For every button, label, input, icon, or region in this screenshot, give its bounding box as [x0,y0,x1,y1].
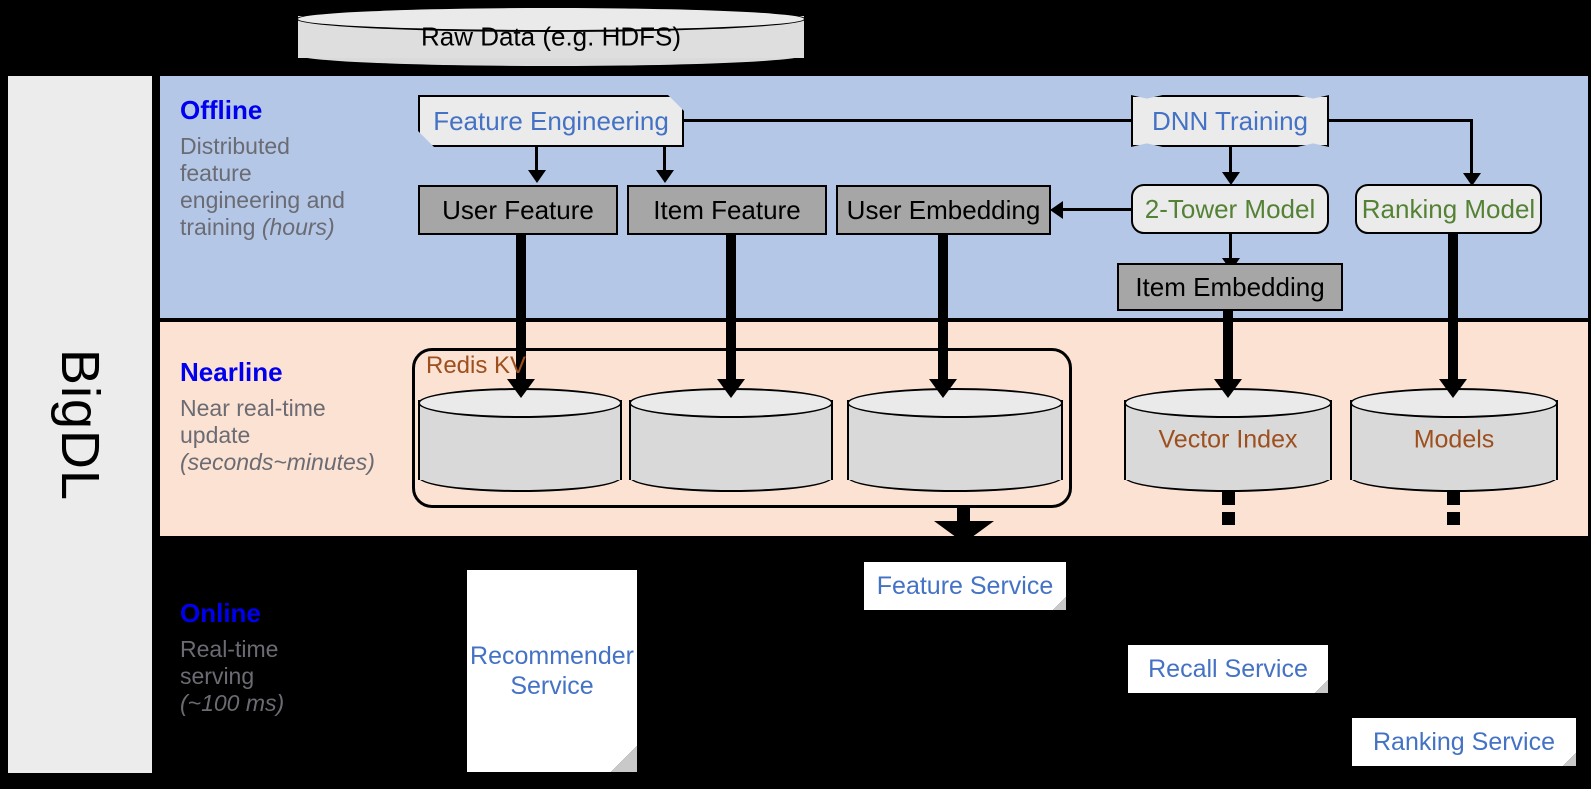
offline-sub-2: feature [180,160,252,187]
two-tower-model-label: 2-Tower Model [1144,193,1316,224]
node-item-feature[interactable]: Item Feature [627,185,827,235]
connector-twotower-itememb [1229,234,1232,261]
offline-sub-emphasis: (hours) [261,214,335,241]
offline-sub-4: training [180,214,262,241]
arrowhead-itemfeature-redis [717,379,745,398]
arrowhead-redis-featureservice [934,521,994,543]
online-sub-2: serving [180,663,255,690]
node-two-tower-model[interactable]: 2-Tower Model [1131,184,1329,234]
bigdl-label: BigDL [50,348,110,501]
arrowhead-fe-itemfeature [656,170,674,183]
connector-fe-dnn [684,119,1136,122]
offline-subtitle: Distributed feature engineering and trai… [180,133,410,242]
connector-userfeature-redis [516,235,526,386]
redis-cylinder-user-feature [418,388,622,492]
dnn-training-label: DNN Training [1151,105,1309,136]
connector-stub-vectorindex-b [1222,512,1235,525]
connector-dnn-ranking-h [1329,119,1473,122]
online-sub-1: Real-time [180,636,279,662]
vector-index-label: Vector Index [1158,425,1298,454]
offline-sub-1: Distributed [180,133,290,159]
models-label: Models [1413,425,1495,454]
redis-cylinder-user-embedding [847,388,1063,492]
offline-band-text: Offline Distributed feature engineering … [180,95,410,242]
nearline-band-text: Nearline Near real-time update (seconds~… [180,357,415,476]
recommender-service-label: Recommender Service [470,642,634,700]
node-ranking-service[interactable]: Ranking Service [1352,718,1576,766]
online-sub-emphasis: (~100 ms) [180,690,285,717]
connector-dnn-twotower [1229,147,1232,175]
redis-kv-container [412,348,1072,508]
connector-stub-models-a [1447,492,1460,505]
user-feature-label: User Feature [442,194,594,225]
node-feature-service[interactable]: Feature Service [864,562,1066,610]
node-recall-service[interactable]: Recall Service [1128,645,1328,693]
arrowhead-dnn-twotower [1222,172,1240,185]
feature-engineering-label: Feature Engineering [433,105,669,136]
ranking-service-label: Ranking Service [1372,728,1556,756]
user-embedding-label: User Embedding [846,194,1041,225]
offline-title: Offline [180,95,263,125]
nearline-sub-2: update [180,422,251,449]
connector-rankingmodel-models [1448,234,1458,386]
nearline-title: Nearline [180,357,283,387]
item-feature-label: Item Feature [653,194,801,225]
ranking-model-label: Ranking Model [1361,193,1536,224]
node-user-feature[interactable]: User Feature [418,185,618,235]
online-title: Online [180,598,261,628]
arrowhead-twotower-userembedding [1050,201,1063,219]
arrowhead-fe-userfeature [528,170,546,183]
arrowhead-userembedding-redis [929,379,957,398]
node-ranking-model[interactable]: Ranking Model [1355,184,1542,234]
nearline-subtitle: Near real-time update (seconds~minutes) [180,395,415,476]
arrowhead-userfeature-redis [507,379,535,398]
arrowhead-itememb-vectorindex [1214,379,1242,398]
connector-itemfeature-redis [726,235,736,386]
connector-stub-vectorindex-a [1222,492,1235,505]
node-recommender-service[interactable]: Recommender Service [467,570,637,772]
raw-data-label: Raw Data (e.g. HDFS) [420,21,682,52]
item-embedding-label: Item Embedding [1135,271,1325,302]
node-dnn-training[interactable]: DNN Training [1131,95,1329,147]
arrowhead-rankingmodel-models [1439,379,1467,398]
raw-data-cylinder: Raw Data (e.g. HDFS) [296,6,806,68]
online-subtitle: Real-time serving (~100 ms) [180,636,410,717]
connector-twotower-userembedding [1062,208,1132,211]
redis-cylinder-item-feature [629,388,833,492]
nearline-sub-emphasis: (seconds~minutes) [180,449,375,476]
cylinder-top [296,6,806,32]
recall-service-label: Recall Service [1148,655,1308,683]
connector-dnn-ranking-v [1470,119,1473,177]
connector-itememb-vectorindex [1223,311,1233,386]
node-item-embedding[interactable]: Item Embedding [1117,263,1343,311]
online-band-text: Online Real-time serving (~100 ms) [180,598,410,717]
offline-sub-3: engineering and [180,187,345,214]
arrowhead-dnn-ranking [1463,173,1481,186]
connector-userembedding-redis [938,235,948,386]
node-user-embedding[interactable]: User Embedding [836,185,1051,235]
nearline-sub-1: Near real-time [180,395,326,421]
redis-kv-label: Redis KV [426,352,527,379]
bigdl-framework-rail: BigDL [8,76,152,773]
vector-index-cylinder[interactable]: Vector Index [1124,388,1332,492]
node-feature-engineering[interactable]: Feature Engineering [418,95,684,147]
connector-fe-itemfeature [663,147,666,173]
connector-stub-models-b [1447,512,1460,525]
connector-fe-userfeature [535,147,538,173]
feature-service-label: Feature Service [876,572,1054,600]
models-cylinder[interactable]: Models [1350,388,1558,492]
connector-stub-featureservice [957,508,970,521]
